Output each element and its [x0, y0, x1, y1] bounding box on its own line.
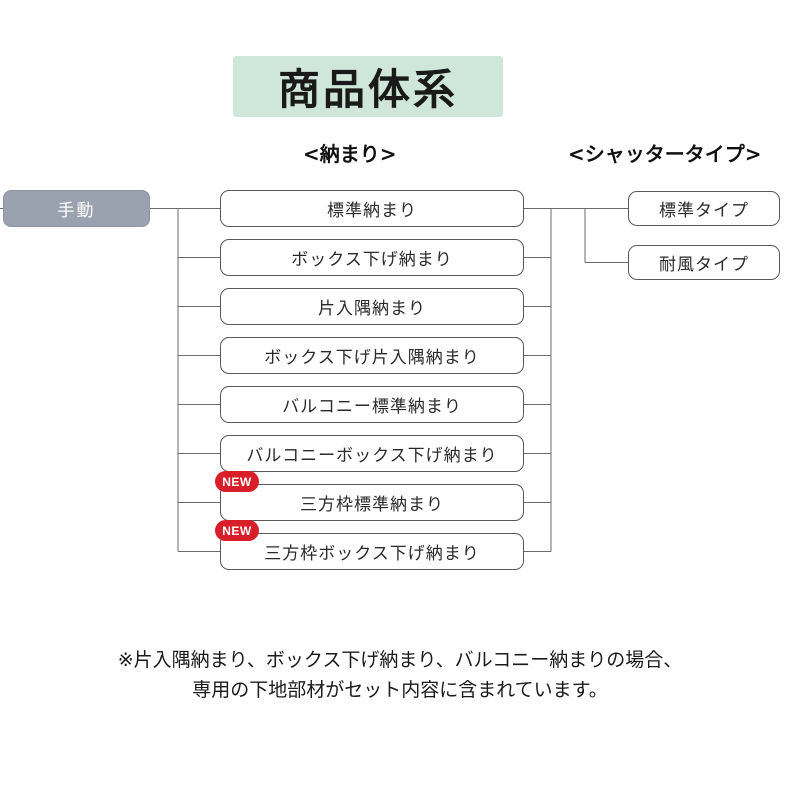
shutter-type-node-label: 標準タイプ [659, 201, 749, 221]
root-node-label: 手動 [57, 201, 96, 221]
shutter-type-node-1[interactable]: 耐風タイプ [628, 245, 780, 280]
osamari-node-6[interactable]: NEW 三方枠標準納まり [215, 471, 524, 521]
osamari-node-2[interactable]: 片入隅納まり [220, 288, 524, 325]
footnote-line-1: ※片入隅納まり、ボックス下げ納まり、バルコニー納まりの場合、 [117, 649, 683, 671]
osamari-node-1[interactable]: ボックス下げ納まり [220, 239, 524, 276]
osamari-node-label: バルコニー標準納まり [282, 397, 462, 417]
osamari-node-4[interactable]: バルコニー標準納まり [220, 386, 524, 423]
root-node-manual[interactable]: 手動 [3, 190, 150, 227]
osamari-node-label: 三方枠ボックス下げ納まり [264, 544, 480, 564]
osamari-node-3[interactable]: ボックス下げ片入隅納まり [220, 337, 524, 374]
osamari-node-5[interactable]: バルコニーボックス下げ納まり [220, 435, 524, 472]
osamari-node-label: 標準納まり [327, 201, 417, 221]
osamari-node-7[interactable]: NEW 三方枠ボックス下げ納まり [215, 520, 524, 570]
footnote: ※片入隅納まり、ボックス下げ納まり、バルコニー納まりの場合、 専用の下地部材がセ… [0, 645, 800, 705]
title-band: 商品体系 [233, 56, 503, 117]
osamari-node-label: 片入隅納まり [318, 299, 426, 319]
new-badge-label: NEW [222, 523, 252, 538]
column-header-osamari: <納まり> [303, 142, 397, 166]
footnote-line-2: 専用の下地部材がセット内容に含まれています。 [192, 679, 608, 701]
osamari-node-label: ボックス下げ片入隅納まり [264, 348, 480, 368]
osamari-node-0[interactable]: 標準納まり [220, 190, 524, 227]
new-badge: NEW [215, 471, 259, 492]
osamari-node-label: 三方枠標準納まり [300, 495, 444, 515]
new-badge: NEW [215, 520, 259, 541]
shutter-type-node-label: 耐風タイプ [659, 255, 749, 275]
osamari-node-label: バルコニーボックス下げ納まり [246, 446, 498, 466]
new-badge-label: NEW [222, 474, 252, 489]
osamari-node-label: ボックス下げ納まり [291, 250, 453, 270]
column-header-shutter-type: <シャッタータイプ> [568, 142, 762, 166]
page-title: 商品体系 [277, 65, 458, 114]
shutter-type-node-0[interactable]: 標準タイプ [628, 191, 780, 226]
